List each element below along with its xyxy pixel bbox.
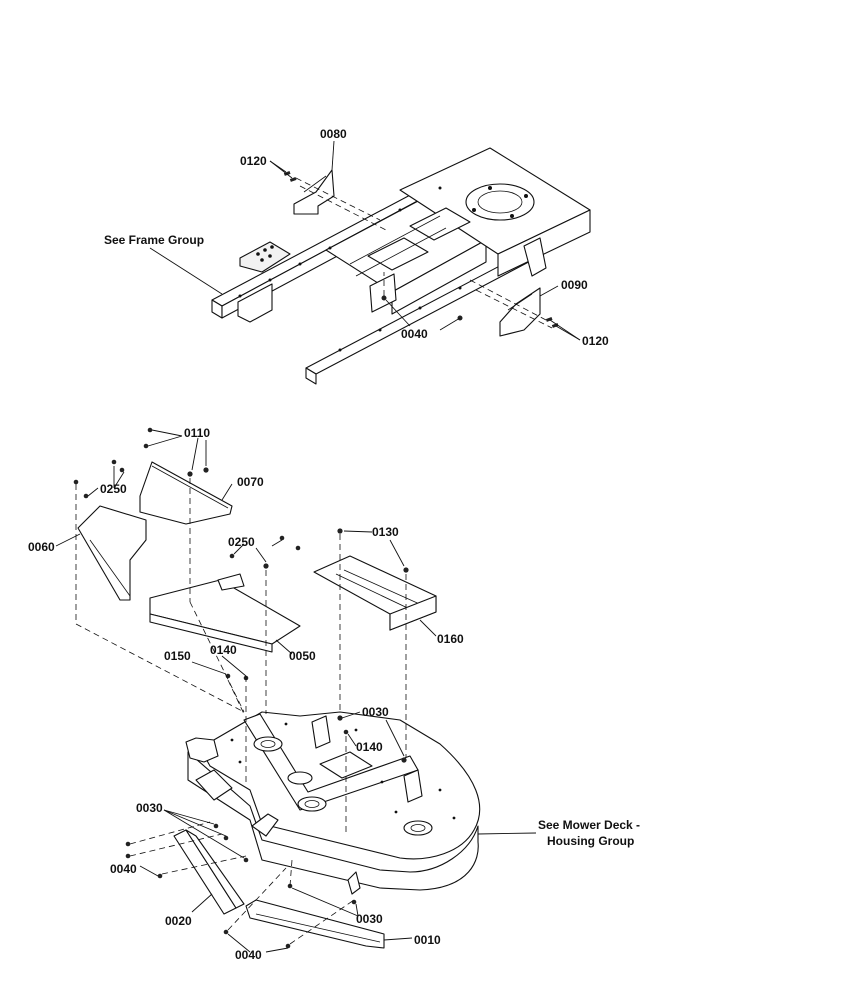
callout-0140-top: 0140 (210, 643, 237, 657)
callout-labels: 0080 0120 See Frame Group 0090 0040 0120… (28, 127, 640, 962)
callout-0080: 0080 (320, 127, 347, 141)
callout-0130: 0130 (372, 525, 399, 539)
callout-see-frame-group: See Frame Group (104, 233, 204, 247)
callout-0030-left: 0030 (136, 801, 163, 815)
part-0020-baffle (173, 829, 245, 915)
callout-0040-top: 0040 (401, 327, 428, 341)
callout-0110: 0110 (184, 426, 210, 440)
callout-0040-bottom: 0040 (235, 948, 262, 962)
frame-assembly (211, 147, 591, 385)
callout-0250-mid: 0250 (228, 535, 255, 549)
part-0090-shield (499, 287, 541, 337)
lower-leaders (55, 429, 537, 953)
mower-deck (185, 711, 481, 895)
callout-0020: 0020 (165, 914, 192, 928)
part-0050-cover (149, 573, 301, 653)
part-0070-shield (139, 461, 233, 525)
callout-0060: 0060 (28, 540, 55, 554)
upper-alignment-lines (295, 177, 553, 329)
callout-0010: 0010 (414, 933, 441, 947)
callout-0250-left: 0250 (100, 482, 127, 496)
part-0060-shield (77, 505, 147, 601)
callout-0050: 0050 (289, 649, 316, 663)
callout-0120-right: 0120 (582, 334, 609, 348)
callout-0160: 0160 (437, 632, 464, 646)
callout-0030-bottom: 0030 (356, 912, 383, 926)
part-0080-shield (293, 169, 335, 215)
lower-alignment-lines (75, 478, 407, 945)
callout-0120-top: 0120 (240, 154, 267, 168)
callout-0070: 0070 (237, 475, 264, 489)
callout-0150: 0150 (164, 649, 191, 663)
control-panel (239, 241, 291, 273)
callout-0040-left: 0040 (110, 862, 137, 876)
callout-0140-mid: 0140 (356, 740, 383, 754)
callout-0090: 0090 (561, 278, 588, 292)
callout-housing-group: Housing Group (547, 834, 634, 848)
callout-0030-mid: 0030 (362, 705, 389, 719)
upper-leaders (149, 140, 581, 341)
callout-see-mower-deck: See Mower Deck - (538, 818, 640, 832)
part-0160-plate (313, 555, 437, 631)
